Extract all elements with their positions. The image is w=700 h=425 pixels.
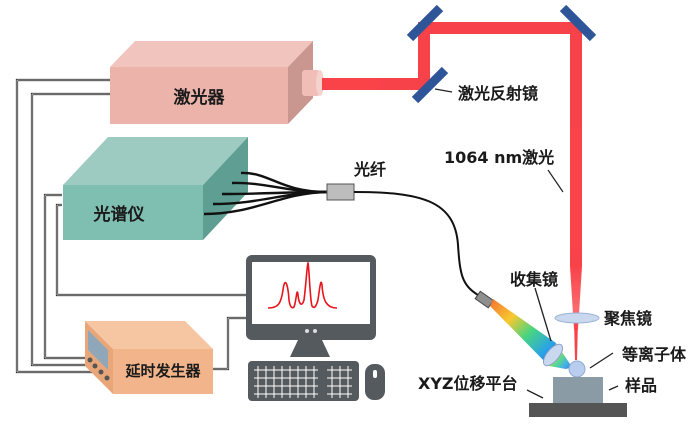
mirror-2	[559, 4, 597, 42]
laser-mirror-label: 激光反射镜	[458, 84, 538, 103]
spectrometer-label: 光谱仪	[93, 204, 146, 225]
delay-generator-unit: 延时发生器	[85, 321, 213, 394]
fiber-bundle	[203, 171, 328, 216]
optical-fiber	[353, 191, 479, 296]
mouse	[365, 364, 385, 400]
plasma	[568, 360, 586, 378]
spectrum-curve	[267, 261, 338, 309]
sample-label: 样品	[625, 376, 657, 395]
delay-front-face	[113, 349, 213, 394]
collection-light-cone	[490, 299, 556, 366]
laser-side-face	[288, 41, 313, 124]
keyboard-keys	[254, 366, 352, 398]
mirrors	[406, 4, 597, 104]
focusing-lens	[554, 312, 600, 324]
spectrometer-top-face	[63, 137, 248, 185]
xyz-stage	[529, 403, 627, 417]
laser-top-face	[110, 41, 313, 67]
computer	[246, 255, 385, 401]
laser-beam-label: 1064 nm激光	[444, 148, 554, 167]
plasma-label: 等离子体	[621, 345, 687, 364]
laser-front-face	[110, 67, 288, 124]
laser-aperture	[302, 70, 320, 96]
fiber-connector	[326, 183, 355, 201]
mirror-1	[406, 4, 444, 42]
delay-generator-label: 延时发生器	[124, 362, 201, 380]
collection-lens	[542, 343, 564, 367]
laser-unit: 激光器	[110, 41, 324, 124]
xyz-stage-label: XYZ位移平台	[418, 374, 518, 393]
mirror-3	[411, 66, 449, 104]
fiber-label: 光纤	[353, 160, 386, 179]
wire-computer-delay	[213, 316, 248, 371]
keyboard	[248, 361, 359, 401]
control-wires	[15, 78, 248, 374]
delay-top-face	[85, 321, 213, 349]
focusing-lens-label: 聚焦镜	[603, 309, 652, 328]
sample	[553, 377, 603, 403]
spectrometer-front-face	[63, 185, 203, 240]
laser-label: 激光器	[174, 87, 226, 108]
spectrometer-unit: 光谱仪	[63, 137, 248, 240]
delay-screen	[88, 330, 108, 370]
monitor-stand	[290, 340, 330, 357]
collection-lens-label: 收集镜	[510, 270, 558, 289]
